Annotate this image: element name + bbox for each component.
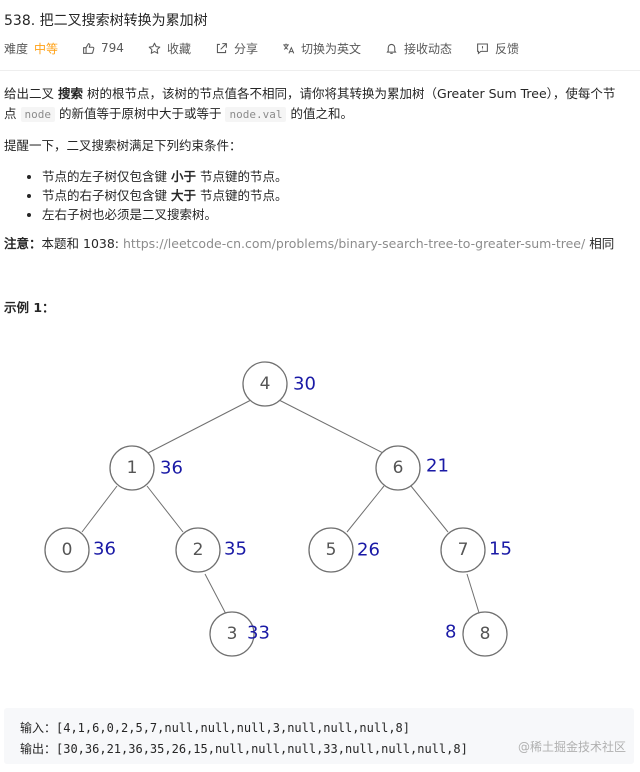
tree-node-sum: 30 bbox=[293, 374, 316, 395]
example-input: 输入：[4,1,6,0,2,5,7,null,null,null,3,null,… bbox=[20, 721, 411, 735]
tree-node-value: 7 bbox=[458, 540, 469, 560]
tree-edge bbox=[147, 399, 252, 454]
example-output: 输出：[30,36,21,36,35,26,15,null,null,null,… bbox=[20, 742, 468, 756]
difficulty-value: 中等 bbox=[34, 41, 59, 56]
tree-node-sum: 36 bbox=[160, 458, 183, 479]
tree-edge bbox=[466, 573, 481, 617]
thumbs-up-icon bbox=[83, 42, 95, 54]
tree-node-circle bbox=[209, 611, 255, 657]
feedback-button[interactable]: 反馈 bbox=[476, 40, 519, 57]
constraints-list: 节点的左子树仅包含键 小于 节点键的节点。 节点的右子树仅包含键 大于 节点键的… bbox=[26, 167, 288, 224]
list-item: 节点的右子树仅包含键 大于 节点键的节点。 bbox=[42, 186, 288, 205]
tree-node-sum: 33 bbox=[247, 623, 270, 644]
tree-node-value: 4 bbox=[260, 374, 271, 394]
like-count: 794 bbox=[101, 41, 124, 55]
translate-icon bbox=[283, 43, 295, 54]
star-icon bbox=[148, 42, 161, 54]
collect-label: 收藏 bbox=[166, 41, 191, 56]
tree-node-sum: 26 bbox=[357, 540, 380, 561]
tree-node-circle bbox=[375, 445, 421, 491]
example-io-block: 输入：[4,1,6,0,2,5,7,null,null,null,3,null,… bbox=[4, 708, 634, 764]
tree-node-circle bbox=[109, 445, 155, 491]
list-item: 节点的左子树仅包含键 小于 节点键的节点。 bbox=[42, 167, 288, 186]
inline-code-node: node bbox=[20, 107, 55, 122]
like-button[interactable]: 794 bbox=[82, 41, 124, 55]
tree-node-value: 0 bbox=[62, 540, 73, 560]
header-divider bbox=[0, 70, 640, 71]
bst-diagram: 4 1 6 0 2 5 7 3 8 30 36 21 36 35 26 15 3… bbox=[44, 361, 512, 657]
problem-meta-bar: 难度 中等 794 收藏 分享 切换为英文 接收动态 反馈 bbox=[4, 39, 543, 57]
difficulty-label: 难度 bbox=[4, 41, 29, 56]
tree-node-value: 2 bbox=[193, 540, 204, 560]
feedback-label: 反馈 bbox=[495, 41, 520, 56]
example-title: 示例 1： bbox=[4, 300, 55, 315]
tree-edge bbox=[204, 573, 228, 617]
tree-node-sum: 21 bbox=[426, 456, 449, 477]
tree-node-sum: 15 bbox=[489, 539, 512, 560]
share-label: 分享 bbox=[233, 41, 258, 56]
tree-edge bbox=[81, 485, 118, 533]
inline-code-node-val: node.val bbox=[225, 107, 287, 122]
tree-node-circle bbox=[462, 611, 508, 657]
list-item: 左右子树也必须是二叉搜索树。 bbox=[42, 205, 288, 224]
tree-edge bbox=[346, 485, 385, 533]
feedback-icon bbox=[477, 43, 488, 55]
tree-node-value: 6 bbox=[393, 458, 404, 478]
tree-node-value: 3 bbox=[227, 624, 238, 644]
tree-node-sum: 35 bbox=[224, 539, 247, 560]
note-label: 注意： bbox=[4, 236, 42, 251]
tree-node-circle bbox=[175, 527, 221, 573]
tree-node-circle bbox=[242, 361, 288, 407]
tree-node-circle bbox=[440, 527, 486, 573]
switch-language-button[interactable]: 切换为英文 bbox=[282, 40, 361, 57]
tree-node-circle bbox=[308, 527, 354, 573]
note-link[interactable]: https://leetcode-cn.com/problems/binary-… bbox=[123, 236, 586, 251]
collect-button[interactable]: 收藏 bbox=[148, 40, 191, 57]
tree-edge bbox=[410, 485, 449, 533]
share-icon bbox=[216, 42, 227, 53]
note-line: 注意：本题和 1038: https://leetcode-cn.com/pro… bbox=[4, 236, 615, 251]
constraints-intro: 提醒一下，二叉搜索树满足下列约束条件： bbox=[4, 138, 242, 153]
bell-icon bbox=[386, 43, 397, 54]
notify-button[interactable]: 接收动态 bbox=[385, 40, 452, 57]
watermark: @稀土掘金技术社区 bbox=[517, 740, 626, 754]
share-button[interactable]: 分享 bbox=[215, 40, 258, 57]
language-label: 切换为英文 bbox=[300, 41, 361, 56]
description-line-1: 给出二叉 搜索 树的根节点，该树的节点值各不相同，请你将其转换为累加树（Grea… bbox=[4, 86, 616, 101]
tree-node-value: 5 bbox=[326, 540, 337, 560]
problem-title: 538. 把二叉搜索树转换为累加树 bbox=[4, 13, 208, 29]
tree-node-sum: 8 bbox=[445, 622, 456, 643]
tree-edge bbox=[278, 399, 384, 454]
tree-edge bbox=[146, 485, 184, 533]
description-line-2: 点 node 的新值等于原树中大于或等于 node.val 的值之和。 bbox=[4, 106, 353, 122]
notify-label: 接收动态 bbox=[403, 41, 452, 56]
tree-node-circle bbox=[44, 527, 90, 573]
tree-node-sum: 36 bbox=[93, 539, 116, 560]
tree-node-value: 8 bbox=[480, 624, 491, 644]
tree-node-value: 1 bbox=[127, 458, 138, 478]
